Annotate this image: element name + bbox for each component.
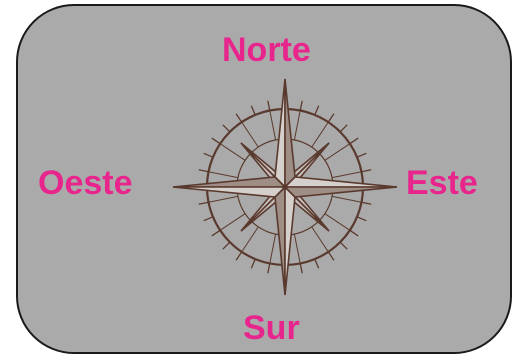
label-south: Sur: [243, 311, 300, 345]
ring-tick: [204, 217, 213, 221]
ring-tick: [204, 153, 213, 157]
ring-tick: [350, 230, 358, 236]
ring-tick: [315, 259, 319, 268]
ring-tick: [223, 242, 230, 249]
ring-tick: [300, 264, 302, 274]
ring-ray: [242, 122, 259, 147]
ring-ray: [325, 214, 350, 231]
ring-tick: [362, 170, 372, 172]
ring-tick: [199, 170, 209, 172]
label-east: Este: [406, 166, 478, 200]
ring-ray: [209, 196, 238, 202]
ring-tick: [340, 125, 347, 132]
ring-ray: [270, 111, 276, 140]
ring-ray: [312, 227, 329, 252]
label-west: Oeste: [38, 166, 133, 200]
ring-ray: [332, 172, 361, 178]
ring-ray: [325, 144, 350, 161]
ring-tick: [315, 106, 319, 115]
ring-tick: [357, 153, 366, 157]
ring-ray: [332, 196, 361, 202]
ring-tick: [268, 264, 270, 274]
label-north: Norte: [222, 33, 311, 67]
ring-tick: [236, 252, 242, 260]
ring-tick: [328, 114, 334, 122]
ring-ray: [209, 172, 238, 178]
ring-tick: [236, 114, 242, 122]
ring-ray: [294, 111, 300, 140]
ring-tick: [251, 106, 255, 115]
ring-tick: [251, 259, 255, 268]
ring-tick: [300, 101, 302, 111]
ring-tick: [362, 202, 372, 204]
ring-ray: [270, 234, 276, 263]
ring-tick: [268, 101, 270, 111]
ring-tick: [212, 230, 220, 236]
ring-ray: [220, 144, 245, 161]
ring-tick: [223, 125, 230, 132]
ring-tick: [328, 252, 334, 260]
ring-ray: [242, 227, 259, 252]
ring-tick: [340, 242, 347, 249]
ring-ray: [294, 234, 300, 263]
ring-tick: [357, 217, 366, 221]
ring-tick: [350, 138, 358, 144]
ring-ray: [312, 122, 329, 147]
ring-ray: [220, 214, 245, 231]
ring-tick: [212, 138, 220, 144]
ring-tick: [199, 202, 209, 204]
